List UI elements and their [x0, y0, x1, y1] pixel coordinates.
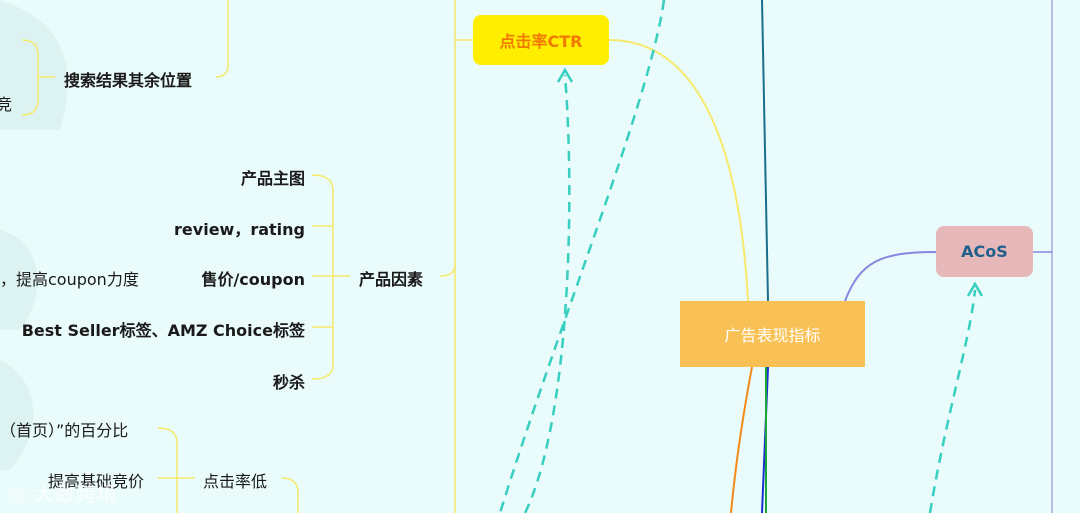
- lowctr-out: [281, 477, 299, 513]
- arrowhead-acos: [966, 281, 984, 297]
- search-cut-text: 竞: [0, 95, 13, 114]
- product-bracket: [311, 174, 334, 380]
- acos-label: ACoS: [961, 242, 1008, 261]
- center-node[interactable]: 广告表现指标: [680, 301, 865, 367]
- search-branch-node[interactable]: 搜索结果其余位置: [64, 71, 193, 90]
- product-item-review[interactable]: review，rating: [174, 220, 305, 239]
- ctr-node[interactable]: 点击率CTR: [473, 15, 609, 65]
- watermark-text: 大数跨境: [33, 482, 118, 506]
- search-connector: [215, 0, 229, 78]
- coupon-note: ，提高coupon力度: [0, 270, 139, 289]
- bg-shape: [0, 360, 34, 470]
- teal-line: [761, 0, 769, 302]
- ctr-label: 点击率CTR: [499, 32, 583, 51]
- dashed-to-acos: [928, 289, 977, 513]
- arrowhead-ctr: [556, 67, 574, 83]
- center-to-acos: [844, 251, 937, 302]
- bg-shape: [0, 230, 38, 330]
- low-ctr-node[interactable]: 点击率低: [203, 472, 268, 491]
- acos-node[interactable]: ACoS: [936, 226, 1033, 277]
- product-item-price[interactable]: 售价/coupon: [201, 270, 305, 289]
- product-factors-node[interactable]: 产品因素: [359, 270, 424, 289]
- product-item-flash-sale[interactable]: 秒杀: [272, 373, 305, 392]
- dashed-to-ctr: [523, 74, 571, 513]
- ctr-to-center: [608, 39, 749, 302]
- low-ctr-item-percent[interactable]: （首页）”的百分比: [0, 421, 129, 440]
- dashed-top: [498, 0, 666, 513]
- low-ctr-item-bid[interactable]: 提高基础竞价: [48, 472, 145, 491]
- watermark: ◎ 大数跨境: [8, 478, 118, 507]
- product-item-main-image[interactable]: 产品主图: [240, 169, 305, 188]
- lowctr-bracket: [157, 427, 178, 513]
- center-label: 广告表现指标: [724, 326, 821, 345]
- product-item-badges[interactable]: Best Seller标签、AMZ Choice标签: [21, 321, 305, 340]
- spine-to-product: [439, 264, 456, 277]
- watermark-logo-icon: ◎: [8, 482, 34, 506]
- orange-line: [730, 366, 753, 513]
- bg-shape: [0, 0, 68, 130]
